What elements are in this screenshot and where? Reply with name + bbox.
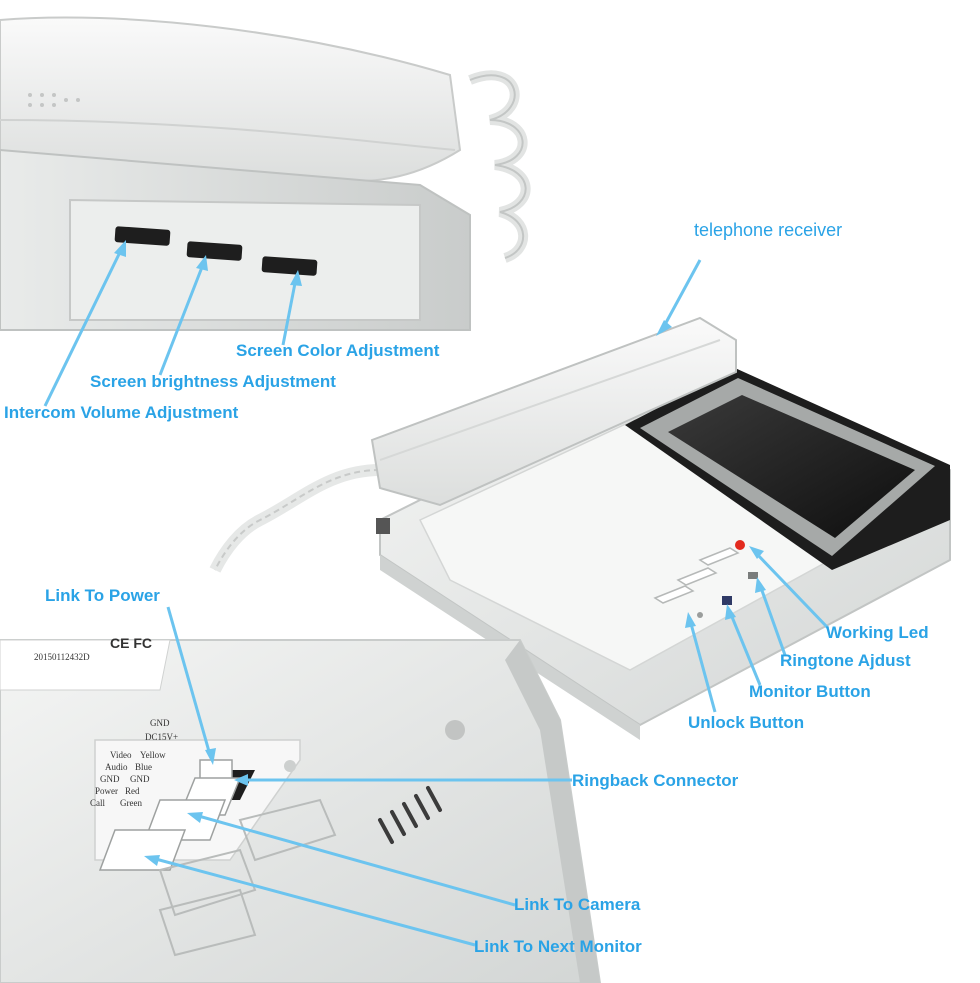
arrowhead-unlock: [685, 612, 696, 628]
pcb-row5-b: Green: [120, 798, 142, 808]
label-screen-color: Screen Color Adjustment: [236, 341, 440, 360]
pcb-gnd: GND: [150, 718, 170, 728]
arrowhead-telephone-receiver: [656, 320, 672, 336]
arrow-telephone-receiver: [660, 259, 702, 331]
monitor-front-view: [209, 316, 951, 740]
pcb-silkscreen: 20150112432D CE FC GND DC15V+ Video Yell…: [34, 635, 178, 808]
label-monitor-button: Monitor Button: [749, 682, 871, 701]
label-link-to-next-monitor: Link To Next Monitor: [474, 937, 642, 956]
arrowhead-camera: [187, 812, 203, 823]
arrow-ringtone: [758, 584, 787, 656]
arrowhead-ringtone: [755, 577, 766, 593]
arrowhead-screen-brightness: [196, 255, 208, 271]
serial-number: 20150112432D: [34, 652, 90, 662]
pcb-row2-b: Blue: [135, 762, 152, 772]
arrow-intercom-volume: [43, 247, 124, 407]
arrow-screen-color: [281, 277, 298, 346]
arrowhead-ringback: [234, 774, 248, 786]
pcb-row1-a: Video: [110, 750, 132, 760]
arrowhead-link-to-power: [205, 748, 216, 765]
pcb-row3-b: GND: [130, 774, 150, 784]
key-icon: [697, 612, 703, 618]
arrow-monitor: [728, 611, 762, 686]
label-ringback-connector: Ringback Connector: [572, 771, 739, 790]
arrow-working-led: [753, 550, 830, 630]
label-link-to-camera: Link To Camera: [514, 895, 641, 914]
label-screen-brightness: Screen brightness Adjustment: [90, 372, 336, 391]
working-led-icon: [735, 540, 745, 550]
arrowhead-monitor: [725, 604, 736, 620]
arrow-unlock: [688, 619, 717, 713]
pcb-row4-b: Red: [125, 786, 140, 796]
arrowhead-next-monitor: [144, 855, 160, 866]
pcb-row1-b: Yellow: [140, 750, 166, 760]
label-unlock-button: Unlock Button: [688, 713, 805, 732]
label-working-led: Working Led: [826, 623, 929, 642]
label-link-to-power: Link To Power: [45, 586, 160, 605]
pcb-row3-a: GND: [100, 774, 120, 784]
cert-marks: CE FC: [110, 635, 152, 651]
arrowhead-screen-color: [290, 270, 302, 286]
label-ringtone-adjust: Ringtone Ajdust: [780, 651, 911, 670]
arrow-link-to-power: [166, 606, 212, 756]
arrow-next-monitor: [151, 856, 476, 947]
pcb-row4-a: Power: [95, 786, 118, 796]
side-panel-view: [0, 0, 540, 331]
callout-arrows: [43, 240, 830, 947]
monitor-icon: [722, 596, 732, 605]
rear-connector-view: [0, 639, 602, 983]
arrowhead-working-led: [749, 546, 764, 559]
arrowhead-intercom-volume: [114, 240, 126, 257]
pcb-row2-a: Audio: [105, 762, 128, 772]
pcb-dc15v: DC15V+: [145, 732, 178, 742]
side-jack: [376, 518, 390, 534]
label-intercom-volume: Intercom Volume Adjustment: [4, 403, 239, 422]
ringtone-switch-icon: [748, 572, 758, 579]
label-telephone-receiver: telephone receiver: [694, 220, 843, 240]
arrow-screen-brightness: [158, 261, 206, 376]
pcb-row5-a: Call: [90, 798, 105, 808]
arrow-camera: [194, 813, 516, 907]
